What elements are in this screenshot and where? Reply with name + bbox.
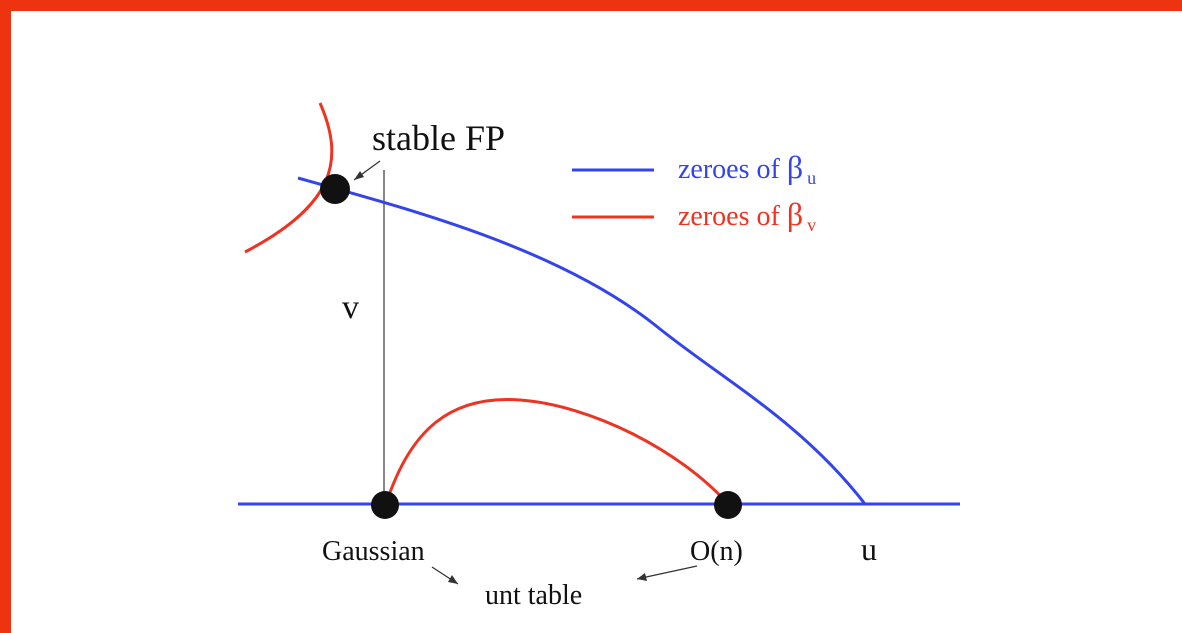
u-axis-label: u (861, 531, 877, 567)
unstable-arrowhead-left (448, 575, 458, 584)
beta-v-zero-curve-upper (244, 102, 334, 254)
stable-fp-label: stable FP (372, 118, 505, 158)
legend-beta-v-prefix: zeroes of (678, 201, 787, 232)
stable-fixed-point (320, 174, 350, 204)
v-axis-label: v (342, 289, 359, 326)
legend-beta-v-subscript: v (807, 215, 816, 235)
gaussian-fixed-point (371, 491, 399, 519)
beta-v-zero-curve-lower (384, 398, 730, 505)
gaussian-label: Gaussian (322, 536, 425, 567)
on-fixed-point (714, 491, 742, 519)
beta-u-zero-curve (297, 176, 867, 505)
legend-beta-u-prefix: zeroes of (678, 154, 787, 185)
on-label: O(n) (690, 536, 743, 567)
legend-beta-u-subscript: u (807, 168, 816, 188)
legend-beta-u-symbol: β (787, 149, 803, 185)
stable-fp-arrowhead (354, 171, 364, 180)
unstable-arrowhead-right (637, 573, 647, 581)
unstable-arrow-right (636, 565, 698, 580)
legend-beta-v-symbol: β (787, 196, 803, 232)
unstable-label: unt table (485, 580, 582, 611)
